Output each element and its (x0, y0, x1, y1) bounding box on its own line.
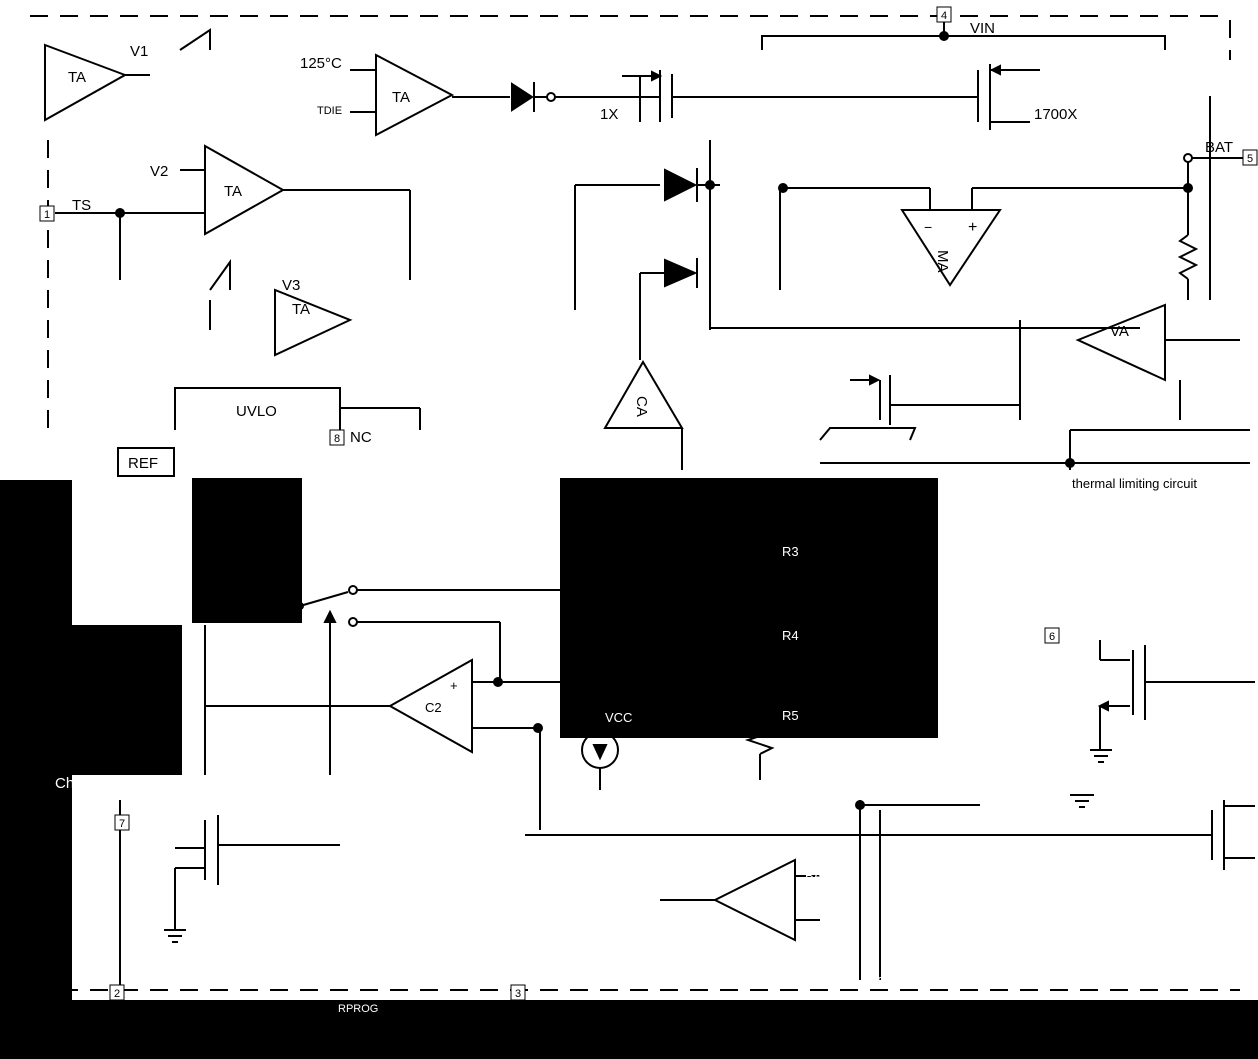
pin-full: 6 (1044, 627, 1060, 644)
vin-label: VIN (970, 20, 995, 37)
ma-amplifier (900, 209, 1002, 287)
bat-label: BAT (1205, 139, 1233, 156)
pin-chrg: 7 (114, 814, 130, 831)
pin-gnd: 3 (510, 984, 526, 1001)
ta-die-label: TA (392, 89, 410, 106)
pin-ts: 1 (39, 205, 55, 222)
c3-label: C3 (750, 894, 767, 909)
nc-label: NC (350, 429, 372, 446)
ma-label: MA (934, 250, 951, 273)
tdie-label: TDIE (317, 105, 342, 117)
gnd-label: GND (1210, 974, 1239, 989)
pin-vin: 4 (936, 6, 952, 23)
svg-text:3: 3 (515, 988, 521, 1000)
resistor-top (1177, 234, 1199, 280)
adaptive-input-block (1109, 537, 1256, 587)
c2-comparator (387, 658, 473, 754)
full-label: FULL (1065, 618, 1097, 633)
adaptive-line2: current limit (1150, 566, 1218, 581)
svg-text:2: 2 (114, 988, 120, 1000)
c3-plus: + (775, 874, 783, 889)
ma-plus: + (968, 219, 977, 236)
ta2-label: TA (224, 183, 242, 200)
v2-label: V2 (150, 163, 168, 180)
svg-text:5: 5 (1247, 153, 1253, 165)
adaptive-line1: Adaptive input (1140, 546, 1223, 561)
v3-label: V3 (282, 277, 300, 294)
thermal-label: thermal limiting circuit (1072, 476, 1197, 491)
pin-bat: 5 (1242, 149, 1258, 166)
ref-label: REF (128, 455, 158, 472)
ca-amplifier (603, 360, 684, 429)
set-label: SET (877, 974, 902, 989)
va-label: VA (1110, 323, 1129, 340)
svg-text:7: 7 (119, 818, 125, 830)
temp-label: 125°C (300, 55, 342, 72)
r4-label: R4 (782, 628, 799, 643)
r3-label: R3 (782, 544, 799, 559)
diode-2 (664, 168, 698, 202)
ref-voltage-label: 1.2V (775, 476, 802, 491)
ts-label: TS (72, 197, 91, 214)
vcc-label: VCC (605, 710, 632, 725)
charge-logic-label: Charge Logic (55, 775, 145, 792)
ta1-label: TA (68, 69, 86, 86)
ta3-amplifier (274, 288, 353, 357)
ref-block (117, 447, 175, 477)
ca-label: CA (633, 396, 650, 417)
uvlo-label: UVLO (236, 403, 277, 420)
v1-label: V1 (130, 43, 148, 60)
bat-c3-label: BAT (805, 868, 829, 883)
svg-text:6: 6 (1049, 631, 1055, 643)
svg-text:4: 4 (941, 10, 947, 22)
pin-nc: 8 (329, 429, 345, 446)
pin-prog: 2 (109, 984, 125, 1001)
c2-label: C2 (425, 700, 442, 715)
diode-3 (664, 258, 698, 288)
dark-region (0, 478, 1258, 1059)
x1-label: 1X (600, 106, 618, 123)
c2-plus: + (450, 678, 458, 693)
diode-1 (511, 82, 534, 112)
ta3-label: TA (292, 301, 310, 318)
ma-minus: − (924, 219, 932, 235)
ta1-amplifier (375, 53, 455, 137)
c3-comparator (712, 858, 796, 942)
rprog-label: RPROG (338, 1003, 378, 1015)
ta-thermal-amplifier (44, 43, 128, 122)
r5-label: R5 (782, 708, 799, 723)
svg-text:8: 8 (334, 433, 340, 445)
ta2-amplifier (204, 144, 286, 236)
chrg-label: CHRG (133, 808, 171, 823)
x1700-label: 1700X (1034, 106, 1077, 123)
c3-minus: − (776, 918, 784, 933)
chip-boundary (30, 15, 1240, 991)
va-amplifier (1075, 303, 1166, 382)
svg-text:1: 1 (44, 209, 50, 221)
